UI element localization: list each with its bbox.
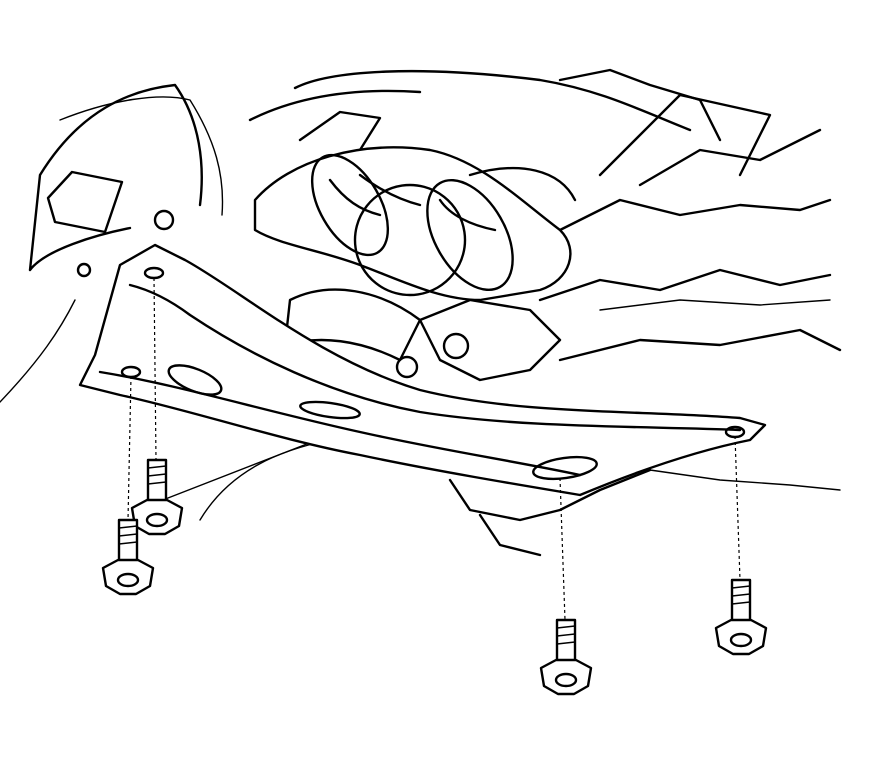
drivetrain-housing <box>418 268 842 557</box>
floor-panel <box>0 83 331 521</box>
bolt-lower-middle <box>539 618 593 696</box>
bolt-lower-left <box>101 518 155 596</box>
exhaust-pipe <box>253 146 577 379</box>
stiffener-bar <box>78 243 767 497</box>
frame-rail <box>248 68 832 232</box>
bolt-guide-lines <box>127 277 741 621</box>
bolt-lower-right <box>714 578 768 656</box>
bolt-upper-left <box>130 458 184 536</box>
